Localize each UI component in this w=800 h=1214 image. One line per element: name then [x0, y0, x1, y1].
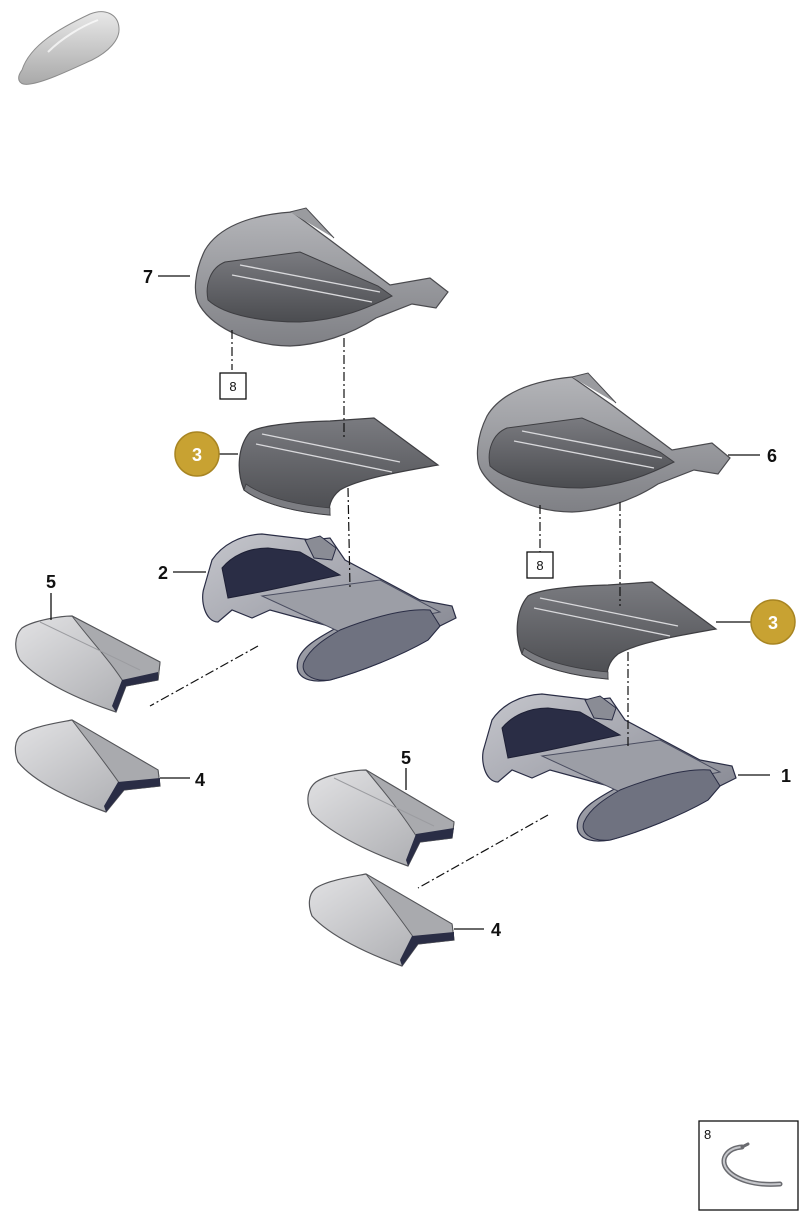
leader-lines: [50, 275, 770, 930]
part-2-seat-frame[interactable]: [202, 533, 457, 682]
inset-part-8[interactable]: 8: [698, 1120, 799, 1211]
hotspot-3-right[interactable]: 3: [750, 599, 796, 645]
part-4-side-bolster-left[interactable]: [14, 719, 161, 813]
hotspot-3-left-label: 3: [192, 445, 202, 465]
callout-4-left[interactable]: 4: [195, 770, 205, 790]
callout-8-box-right[interactable]: 8: [526, 551, 554, 579]
callout-8-left-label: 8: [229, 379, 236, 394]
callout-4-right[interactable]: 4: [491, 920, 501, 940]
callout-8-box-left[interactable]: 8: [219, 372, 247, 400]
callout-1[interactable]: 1: [781, 766, 791, 786]
wire-clip-icon: [721, 1142, 783, 1187]
hotspot-3-right-label: 3: [768, 613, 778, 633]
part-1-seat-frame[interactable]: [482, 693, 737, 842]
part-3-heating-pad-right[interactable]: [516, 581, 718, 680]
part-5-side-bolster-right[interactable]: [307, 769, 455, 867]
callout-5-left[interactable]: 5: [46, 572, 56, 592]
callout-2[interactable]: 2: [158, 563, 168, 583]
callout-5-right[interactable]: 5: [401, 748, 411, 768]
callout-8-right-label: 8: [536, 558, 543, 573]
part-4-side-bolster-right[interactable]: [308, 873, 455, 967]
alignment-lines: [149, 330, 629, 889]
inset-8-label: 8: [704, 1127, 711, 1142]
part-6-seat-cushion[interactable]: [476, 372, 731, 513]
hotspot-3-left[interactable]: 3: [174, 431, 220, 477]
part-7-seat-cushion[interactable]: [194, 207, 449, 347]
part-3-heating-pad-left[interactable]: [238, 417, 440, 516]
car-silhouette-icon: [18, 11, 120, 85]
callout-7[interactable]: 7: [143, 267, 153, 287]
part-5-side-bolster-left[interactable]: [15, 615, 161, 713]
align-line: [417, 814, 549, 889]
callout-6[interactable]: 6: [767, 446, 777, 466]
align-line: [149, 645, 259, 707]
